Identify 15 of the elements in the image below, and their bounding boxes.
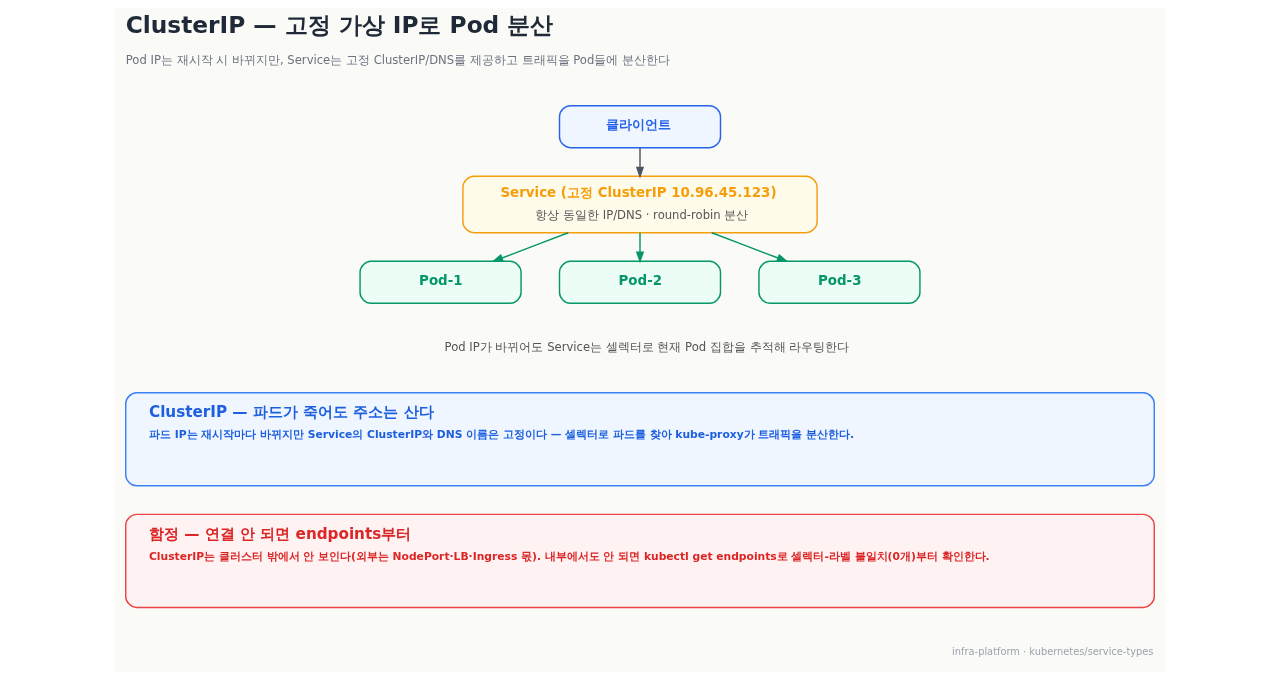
node-box: Pod-2 [558,260,722,305]
arrow [491,232,569,262]
node-box: 클라이언트 [558,104,722,149]
arrow [635,147,645,179]
node-box: Pod-3 [758,260,921,305]
node-box: Pod-1 [359,260,522,305]
node-box: 함정 — 연결 안 되면 endpoints부터 ClusterIP는 클러스터 밖에서 안 보인다(외부는 NodePort·LB·Ingress 몫). 내부에서도 안 되면 kubectl get endpoints로 셀렉터-라벨 불일치(0개)부터 확인한다. [125,513,1155,609]
node-box: ClusterIP — 파드가 죽어도 주소는 산다 파드 IP는 재시작마다 바뀌지만 Service의 ClusterIP와 DNS 이름은 고정이다 — 셀렉터로 파드를 찾아 kube-proxy가 트래픽을 분산한다. [125,392,1155,487]
label: Pod IP는 재시작 시 바뀌지만, Service는 고정 ClusterIP/DNS를 제공하고 트래픽을 Pod들에 분산한다 [125,52,671,67]
arrow [711,232,789,262]
diagram-title: ClusterIP — 고정 가상 IP로 Pod 분산 [125,11,554,39]
node-box: Service (고정 ClusterIP 10.96.45.123) 항상 동일한 IP/DNS · round-robin 분산 [462,175,818,234]
label: Pod IP가 바뀌어도 Service는 셀렉터로 현재 Pod 집합을 추적해 라우팅한다 [444,340,850,355]
arrow [635,232,645,264]
label: infra-platform · kubernetes/service-types [952,645,1154,657]
